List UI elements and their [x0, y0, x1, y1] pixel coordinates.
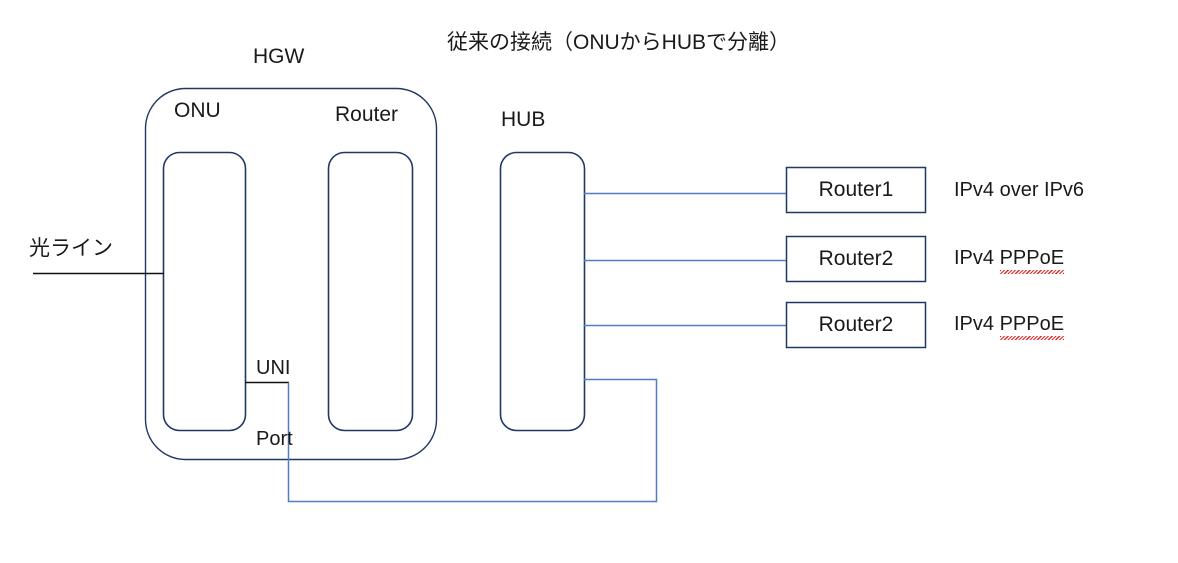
hub-box-shape [499, 151, 586, 432]
uni-to-hub-link [287, 378, 658, 503]
uni-port-label-line2: Port [256, 427, 293, 450]
router1-box-label: Router1 [818, 178, 894, 201]
router1-box-shape [785, 166, 927, 214]
onu-box-shape [162, 151, 247, 432]
router2a-box-shape [785, 235, 927, 283]
router2b-protocol-term: PPPoE [999, 313, 1065, 340]
router1-protocol-label: IPv4 over IPv6 [954, 179, 1084, 203]
router2b-box-shape [785, 301, 927, 349]
uni-port-label-line1: UNI [256, 357, 291, 380]
optical-line-label: 光ライン [29, 237, 113, 260]
router2a-box-label: Router2 [818, 247, 894, 270]
diagram-title: 従来の接続（ONUからHUBで分離） [447, 31, 791, 54]
router2a-protocol-prefix: IPv4 [954, 247, 1000, 269]
hub-label: HUB [501, 108, 546, 131]
hgw-label: HGW [253, 45, 305, 68]
router2b-box-label: Router2 [818, 313, 894, 336]
router-box-shape [327, 151, 414, 432]
router2b-protocol-prefix: IPv4 [954, 313, 1000, 335]
router2a-protocol-label: IPv4 PPPoE [954, 247, 1065, 274]
router1-protocol-prefix: IPv4 over IPv6 [954, 179, 1085, 201]
uni-port-label: UNI Port [256, 310, 293, 499]
router2b-protocol-label: IPv4 PPPoE [954, 313, 1065, 340]
router-label: Router [335, 103, 399, 126]
router2a-protocol-term: PPPoE [999, 247, 1065, 274]
onu-label: ONU [174, 99, 221, 122]
